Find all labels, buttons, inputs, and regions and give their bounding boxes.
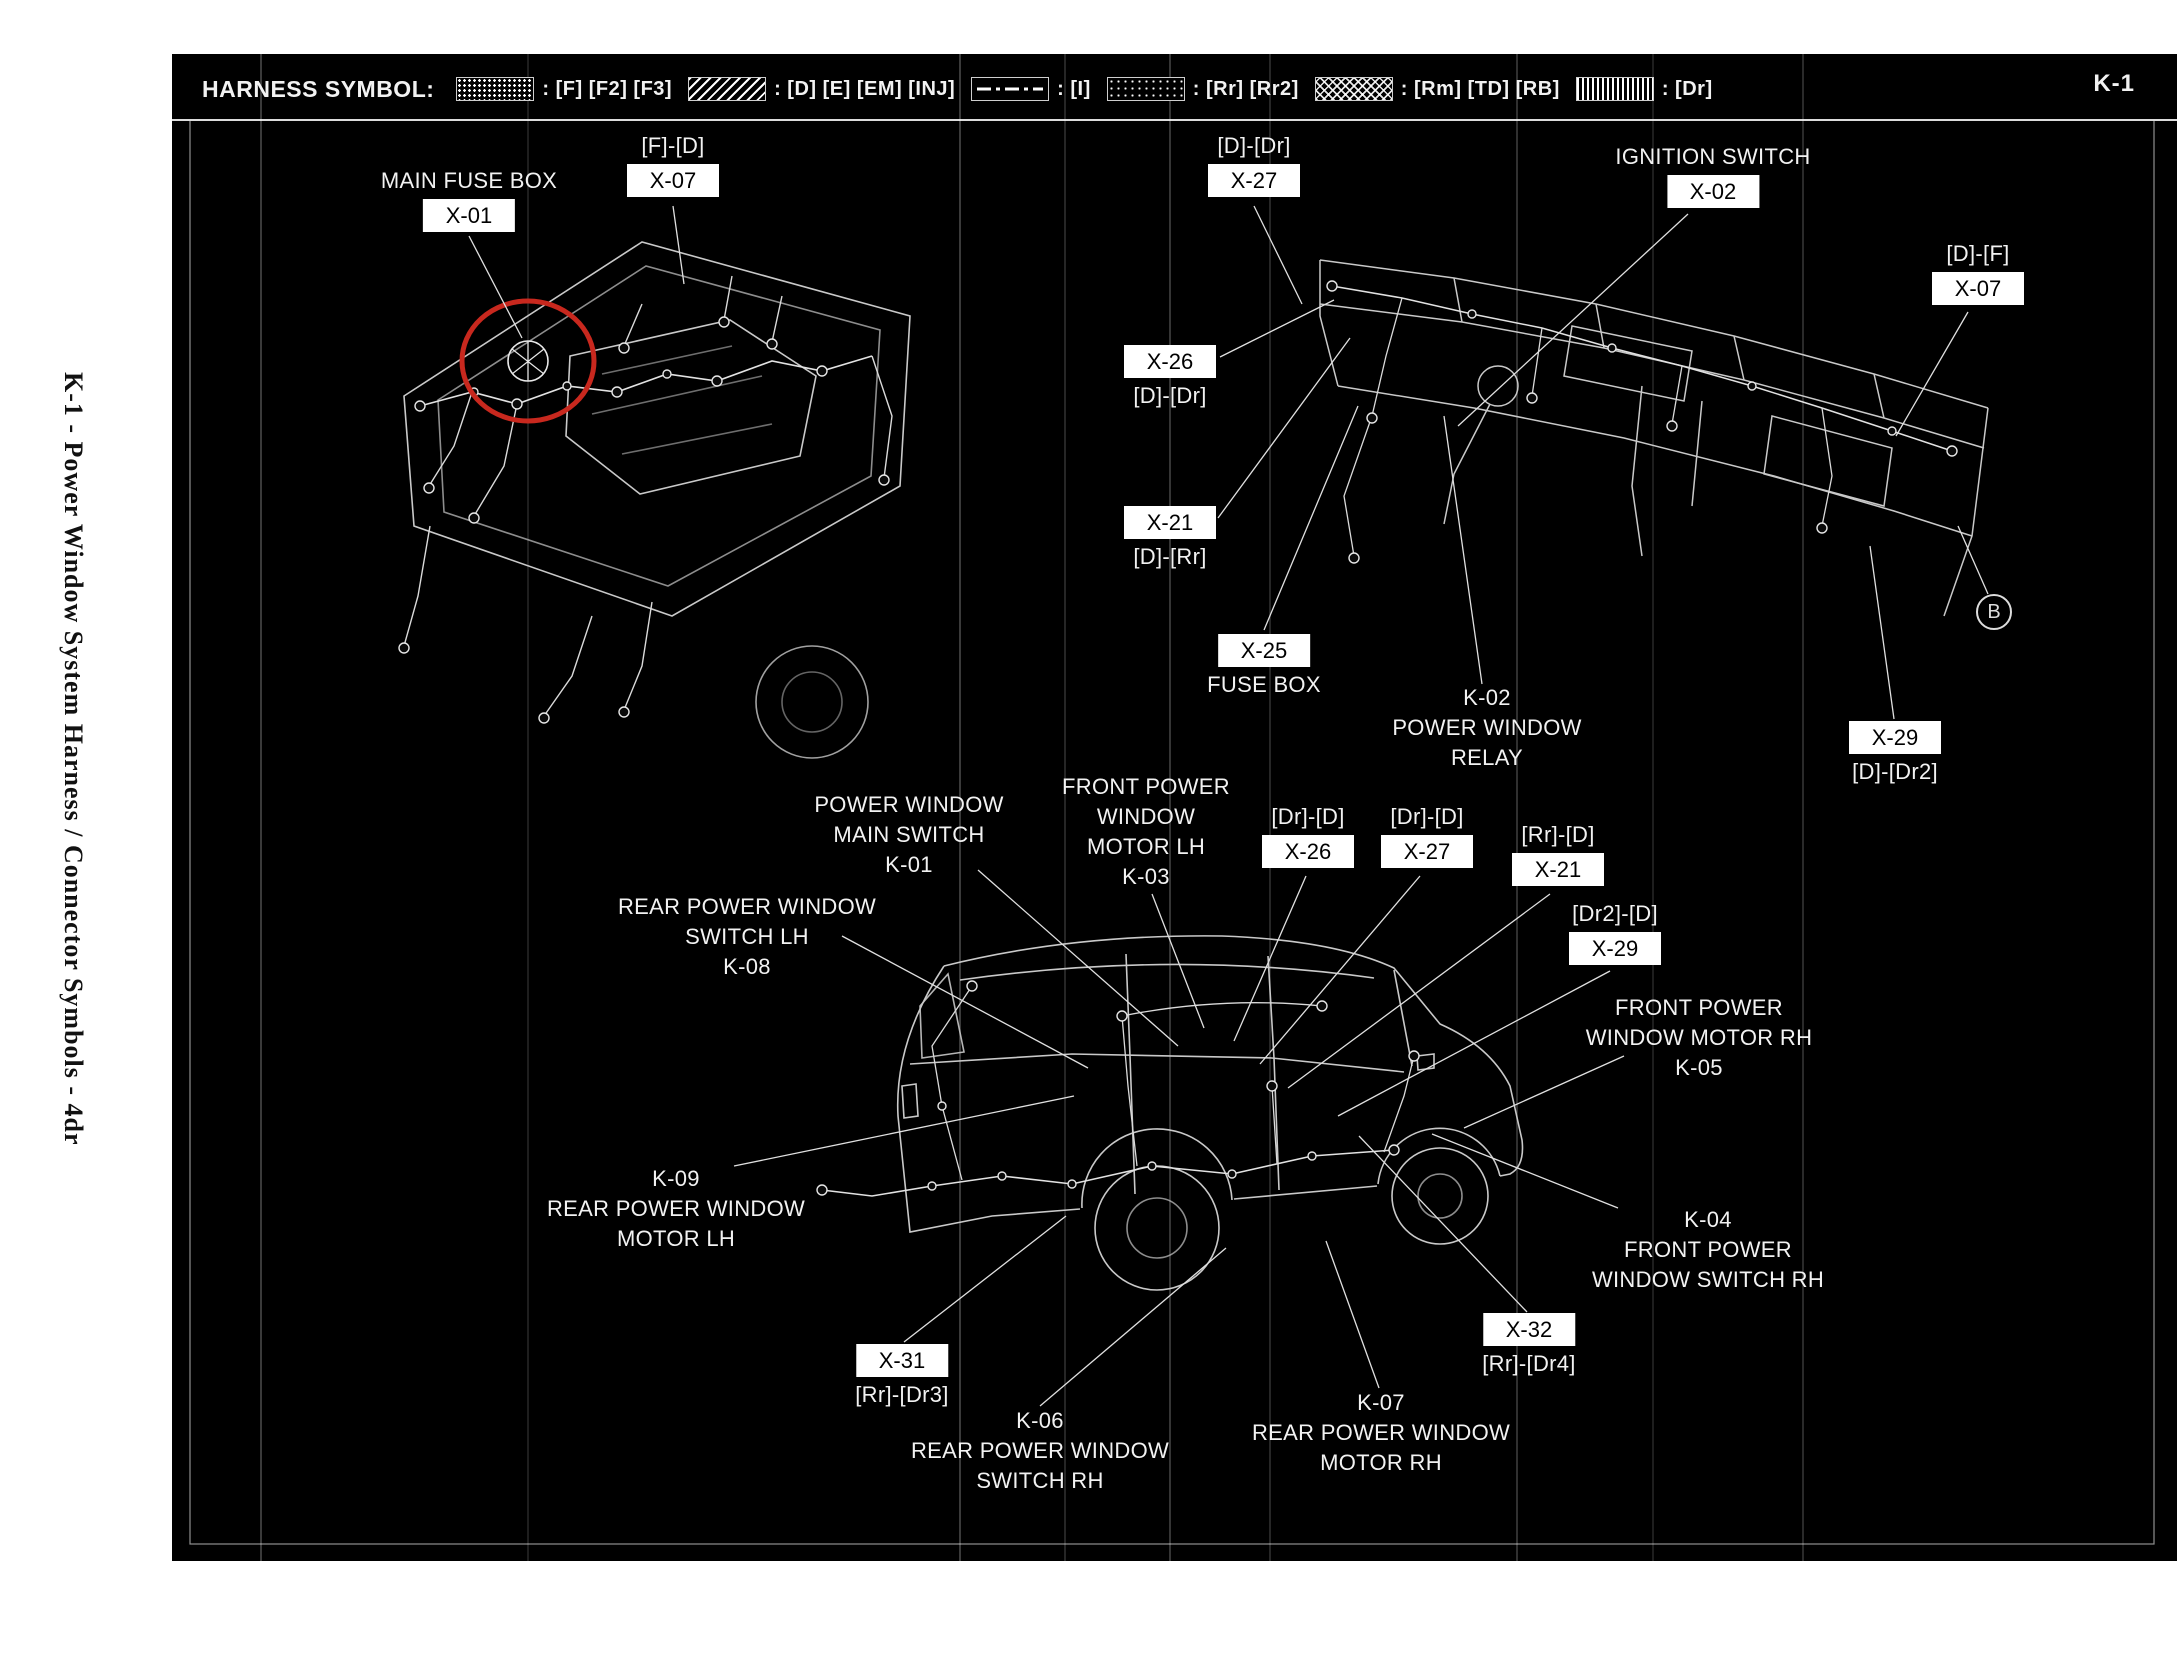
wiring-diagram-panel: HARNESS SYMBOL: : [F] [F2] [F3] : [D] [E… [172, 54, 2177, 1561]
harness-junction-label: [Dr]-[D] [1271, 804, 1345, 829]
callout-x26-body: [Dr]-[D] X-26 [1262, 802, 1354, 871]
connector-code-box: X-25 [1218, 634, 1310, 667]
connector-code-box: X-29 [1569, 932, 1661, 965]
component-label: FUSE BOX [1207, 672, 1321, 697]
connector-code-box: X-07 [627, 164, 719, 197]
callout-k06-rear-power-window-switch-rh: K-06 REAR POWER WINDOW SWITCH RH [911, 1406, 1169, 1496]
legend-item-room-harness: : [Rm] [TD] [RB] [1314, 77, 1560, 101]
page-title-vertical: K-1 - Power Window System Harness / Conn… [59, 372, 88, 1146]
dash-engine-harness-pattern-swatch [688, 77, 767, 101]
legend-item-instrument-harness: : [I] [971, 77, 1091, 101]
component-label: REAR POWER WINDOW SWITCH LH K-08 [617, 894, 877, 979]
callout-main-fuse-box: MAIN FUSE BOX X-01 [381, 166, 557, 235]
harness-junction-label: [D]-[Dr] [1217, 133, 1291, 158]
component-label: K-04 FRONT POWER WINDOW SWITCH RH [1591, 1207, 1825, 1292]
harness-junction-label: [F]-[D] [641, 133, 705, 158]
door-harness-pattern-swatch [1575, 77, 1654, 101]
legend-item-front-harness: : [F] [F2] [F3] [456, 77, 672, 101]
vehicle-body-sketch [816, 935, 1524, 1291]
component-label: POWER WINDOW MAIN SWITCH K-01 [814, 792, 1004, 877]
legend-item-door-harness: : [Dr] [1575, 77, 1713, 101]
callout-ignition-switch: IGNITION SWITCH X-02 [1615, 142, 1810, 211]
callout-x21-dash: X-21 [D]-[Rr] [1124, 503, 1216, 572]
callout-x32-body: X-32 [Rr]-[Dr4] [1482, 1310, 1575, 1379]
callout-k08-rear-power-window-switch-lh: REAR POWER WINDOW SWITCH LH K-08 [618, 892, 876, 982]
page-code: K-1 [2093, 70, 2135, 97]
callout-x27-body: [Dr]-[D] X-27 [1381, 802, 1473, 871]
connector-code-box: X-29 [1849, 721, 1941, 754]
scan-lines [260, 54, 1804, 1561]
component-label: FRONT POWER WINDOW MOTOR LH K-03 [1062, 774, 1230, 889]
component-label: MAIN FUSE BOX [380, 168, 558, 193]
callout-k04-front-power-window-switch-rh: K-04 FRONT POWER WINDOW SWITCH RH [1592, 1205, 1824, 1295]
component-label: K-09 REAR POWER WINDOW MOTOR LH [546, 1166, 806, 1251]
engine-bay-sketch [398, 241, 911, 759]
component-label: K-07 REAR POWER WINDOW MOTOR RH [1251, 1390, 1511, 1475]
diagram-line-art [172, 54, 2177, 1561]
dashboard-sketch [1319, 259, 1989, 617]
harness-junction-label: [Rr]-[Dr4] [1482, 1351, 1576, 1376]
legend-item-rear-harness: : [Rr] [Rr2] [1106, 77, 1299, 101]
rear-harness-pattern-swatch [1106, 77, 1185, 101]
harness-junction-label: [Rr]-[D] [1521, 822, 1595, 847]
callout-x27-dash-top: [D]-[Dr] X-27 [1208, 131, 1300, 200]
connector-code-box: X-21 [1512, 853, 1604, 886]
harness-symbol-legend: HARNESS SYMBOL: : [F] [F2] [F3] : [D] [E… [202, 68, 2057, 110]
callout-x07-engine: [F]-[D] X-07 [627, 131, 719, 200]
instrument-harness-pattern-swatch [971, 77, 1050, 101]
callout-x29-body: [Dr2]-[D] X-29 [1569, 899, 1661, 968]
legend-codes: : [Rm] [TD] [RB] [1400, 77, 1560, 100]
callout-k07-rear-power-window-motor-rh: K-07 REAR POWER WINDOW MOTOR RH [1252, 1388, 1510, 1478]
callout-x26-dash: X-26 [D]-[Dr] [1124, 342, 1216, 411]
harness-junction-label: [D]-[Rr] [1133, 544, 1207, 569]
connector-code-box: X-07 [1932, 272, 2024, 305]
callout-k05-front-power-window-motor-rh: FRONT POWER WINDOW MOTOR RH K-05 [1586, 993, 1813, 1083]
connector-code-box: X-27 [1208, 164, 1300, 197]
component-label: IGNITION SWITCH [1615, 144, 1811, 169]
legend-codes: : [Rr] [Rr2] [1192, 77, 1299, 100]
connector-code-box: X-27 [1381, 835, 1473, 868]
connector-code-box: X-01 [422, 199, 515, 232]
callout-x25-fuse-box: X-25 FUSE BOX [1207, 631, 1321, 700]
legend-item-dash-engine-harness: : [D] [E] [EM] [INJ] [688, 77, 955, 101]
callout-x29-dash: X-29 [D]-[Dr2] [1849, 718, 1941, 787]
front-harness-pattern-swatch [456, 77, 535, 101]
harness-junction-label: [D]-[Dr2] [1852, 759, 1938, 784]
connector-code-box: X-31 [855, 1344, 948, 1377]
connector-code-box: X-21 [1124, 506, 1216, 539]
callout-k09-rear-power-window-motor-lh: K-09 REAR POWER WINDOW MOTOR LH [547, 1164, 805, 1254]
harness-junction-label: [Dr2]-[D] [1572, 901, 1658, 926]
harness-junction-label: [D]-[F] [1946, 241, 2010, 266]
legend-codes: : [I] [1057, 77, 1091, 100]
harness-junction-label: [Dr]-[D] [1390, 804, 1464, 829]
leader-lines [468, 205, 1989, 1407]
component-label: K-02 POWER WINDOW RELAY [1392, 685, 1582, 770]
callout-x07-dash-right: [D]-[F] X-07 [1932, 239, 2024, 308]
callout-k02-power-window-relay: K-02 POWER WINDOW RELAY [1392, 683, 1581, 773]
connector-code-box: X-26 [1262, 835, 1354, 868]
harness-junction-label: [D]-[Dr] [1133, 383, 1207, 408]
connector-code-box: X-32 [1482, 1313, 1575, 1346]
legend-codes: : [Dr] [1661, 77, 1713, 100]
circled-b-marker: B [1976, 594, 2012, 630]
legend-codes: : [F] [F2] [F3] [542, 77, 673, 100]
callout-k01-power-window-main-switch: POWER WINDOW MAIN SWITCH K-01 [814, 790, 1003, 880]
component-label: K-06 REAR POWER WINDOW SWITCH RH [910, 1408, 1170, 1493]
room-harness-pattern-swatch [1314, 77, 1393, 101]
highlight-circle [459, 298, 597, 424]
callout-k03-front-power-window-motor-lh: FRONT POWER WINDOW MOTOR LH K-03 [1062, 772, 1230, 892]
callout-x21-body: [Rr]-[D] X-21 [1512, 820, 1604, 889]
legend-codes: : [D] [E] [EM] [INJ] [774, 77, 956, 100]
connector-code-box: X-02 [1667, 175, 1759, 208]
callout-x31-body: X-31 [Rr]-[Dr3] [855, 1341, 948, 1410]
legend-title: HARNESS SYMBOL: [202, 75, 435, 102]
connector-code-box: X-26 [1124, 345, 1216, 378]
harness-junction-label: [Rr]-[Dr3] [855, 1382, 949, 1407]
page-frame [172, 119, 2177, 1545]
component-label: FRONT POWER WINDOW MOTOR RH K-05 [1585, 995, 1813, 1080]
